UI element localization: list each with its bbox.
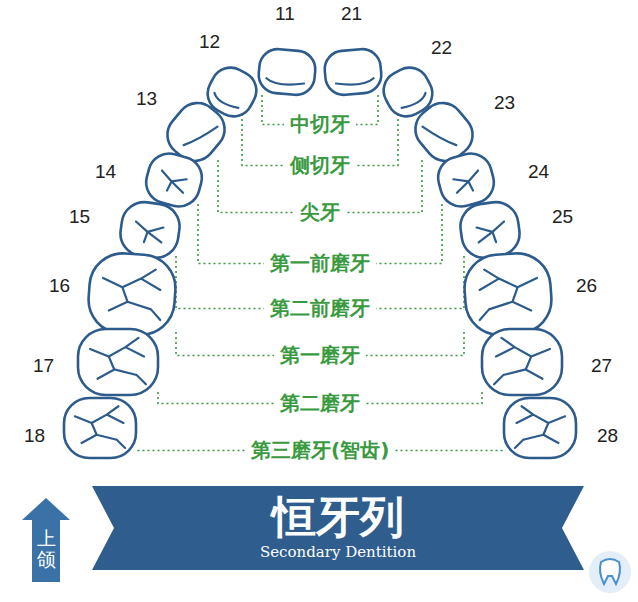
tooth-outline <box>257 48 317 97</box>
tooth-name: 第二磨牙 <box>278 390 362 417</box>
tooth-name: 中切牙 <box>288 111 352 138</box>
leader-line <box>346 160 422 213</box>
callout-number: 14 <box>95 161 116 183</box>
callout-number: 16 <box>49 275 70 297</box>
tooth-name: 尖牙 <box>298 199 342 226</box>
tooth-outline <box>323 48 383 97</box>
tooth-name: 第一磨牙 <box>278 342 362 369</box>
tooth-name: 侧切牙 <box>288 152 352 179</box>
leader-line <box>366 392 482 404</box>
callout-number: 13 <box>136 88 157 110</box>
callout-number: 22 <box>431 37 452 59</box>
leader-line <box>366 332 464 356</box>
tooth-outline <box>78 329 158 395</box>
title-band: 恒牙列Secondary Dentition <box>92 486 584 570</box>
callout-number: 25 <box>552 206 573 228</box>
callout-number: 18 <box>24 425 45 447</box>
callout-number: 27 <box>591 355 612 377</box>
leader-line <box>158 392 274 404</box>
callout-number: 15 <box>69 206 90 228</box>
jaw-label: 上颌 <box>37 528 56 570</box>
jaw-tab: 上颌 <box>22 498 70 582</box>
leader-line <box>138 449 245 451</box>
tooth-name: 第一前磨牙 <box>268 250 372 277</box>
leader-line <box>356 114 398 166</box>
tooth-outline <box>118 199 183 261</box>
tooth-outline <box>458 199 523 261</box>
callout-number: 26 <box>576 275 597 297</box>
tooth-name: 第三磨牙(智齿) <box>249 437 391 464</box>
logo-icon <box>589 551 631 593</box>
leader-line <box>242 114 284 166</box>
leader-line <box>262 95 284 125</box>
leader-line <box>176 332 274 356</box>
callout-number: 17 <box>33 355 54 377</box>
leader-line <box>356 95 378 125</box>
callout-number: 23 <box>494 92 515 114</box>
tooth-outline <box>462 251 553 337</box>
tooth-outline <box>64 398 136 458</box>
callout-number: 28 <box>597 425 618 447</box>
tooth-outline <box>504 398 576 458</box>
tooth-outline <box>86 251 177 337</box>
title-text: 恒牙列 <box>92 486 584 542</box>
subtitle-text: Secondary Dentition <box>92 542 584 562</box>
leader-line <box>218 160 294 213</box>
leader-line <box>395 449 502 451</box>
callout-number: 12 <box>199 31 220 53</box>
tooth-outline <box>482 329 562 395</box>
callout-number: 11 <box>275 3 295 25</box>
tooth-name: 第二前磨牙 <box>268 295 372 322</box>
callout-number: 24 <box>528 161 549 183</box>
callout-number: 21 <box>341 3 362 25</box>
